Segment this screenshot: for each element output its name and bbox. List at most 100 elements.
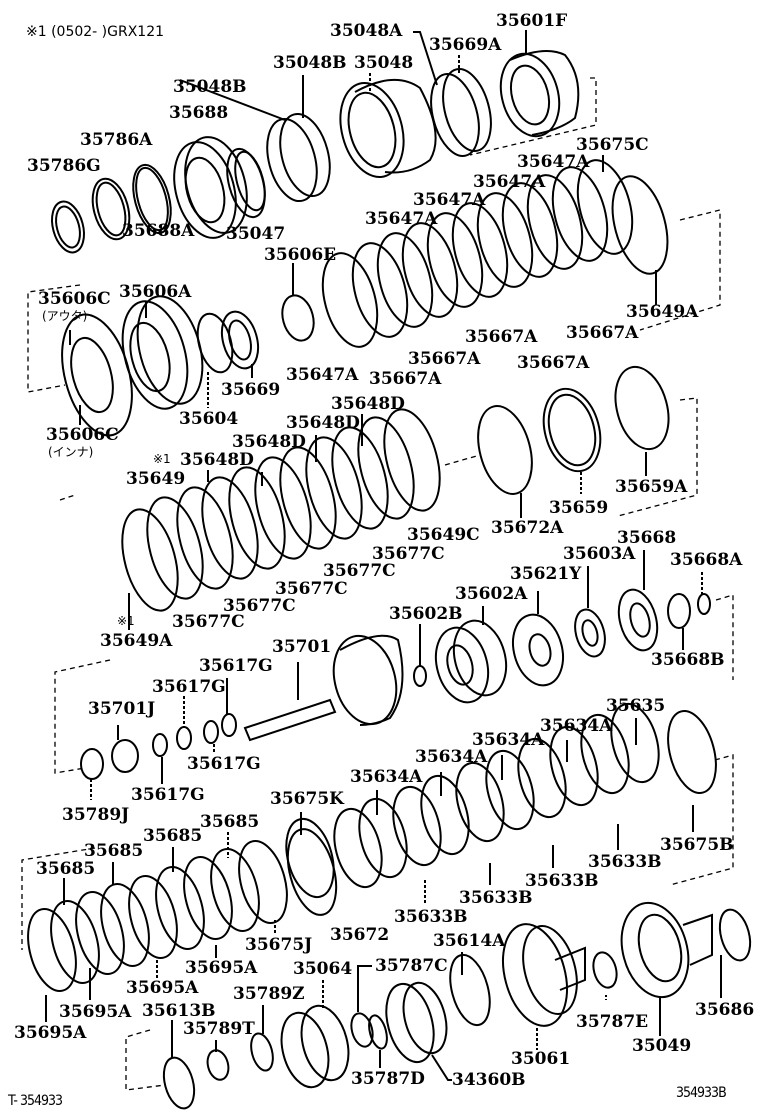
part-label-35688[interactable]: 35688 bbox=[169, 103, 229, 123]
part-label-35634a[interactable]: 35634A bbox=[472, 730, 545, 750]
part-label-35695a[interactable]: 35695A bbox=[59, 1002, 132, 1022]
part-label-35603a[interactable]: 35603A bbox=[563, 544, 636, 564]
ring-35668a bbox=[697, 572, 711, 615]
part-label-35064[interactable]: 35064 bbox=[293, 959, 353, 979]
part-label-35634a[interactable]: 35634A bbox=[350, 767, 423, 787]
part-label-35602b[interactable]: 35602B bbox=[389, 604, 463, 624]
ring-35659 bbox=[542, 387, 602, 494]
part-label-35648d[interactable]: 35648D bbox=[286, 413, 360, 433]
part-label-35669a[interactable]: 35669A bbox=[429, 35, 502, 55]
part-label-35048b[interactable]: 35048B bbox=[173, 77, 247, 97]
part-label-35633b[interactable]: 35633B bbox=[588, 852, 662, 872]
part-label-35049[interactable]: 35049 bbox=[632, 1036, 692, 1056]
part-label-35647a[interactable]: 35647A bbox=[517, 152, 590, 172]
part-label-35647a[interactable]: 35647A bbox=[473, 172, 546, 192]
part-label-35701j[interactable]: 35701J bbox=[88, 699, 156, 719]
part-label-35621y[interactable]: 35621Y bbox=[510, 564, 582, 584]
part-label-35602a[interactable]: 35602A bbox=[455, 584, 528, 604]
bearing-35614a bbox=[449, 952, 491, 1027]
part-label-35617g[interactable]: 35617G bbox=[187, 754, 261, 774]
rings-35617g bbox=[152, 678, 237, 784]
part-label-35667a[interactable]: 35667A bbox=[517, 353, 590, 373]
part-label-35648d[interactable]: 35648D bbox=[180, 450, 254, 470]
part-label-35667a[interactable]: 35667A bbox=[465, 327, 538, 347]
part-label-35677c[interactable]: 35677C bbox=[372, 544, 445, 564]
part-label-35667a[interactable]: 35667A bbox=[408, 349, 481, 369]
part-label-35786g[interactable]: 35786G bbox=[27, 156, 101, 176]
part-label-35633b[interactable]: 35633B bbox=[459, 888, 533, 908]
part-label-35667a[interactable]: 35667A bbox=[566, 323, 639, 343]
part-label-35695a[interactable]: 35695A bbox=[14, 1023, 87, 1043]
part-label-35686[interactable]: 35686 bbox=[695, 1000, 755, 1020]
part-label-35617g[interactable]: 35617G bbox=[199, 656, 273, 676]
part-label-35675c[interactable]: 35675C bbox=[576, 135, 649, 155]
part-label-35613b[interactable]: 35613B bbox=[142, 1001, 216, 1021]
part-label-35677c[interactable]: 35677C bbox=[223, 596, 296, 616]
part-label-34360b[interactable]: 34360B bbox=[452, 1070, 526, 1090]
part-label-35048b[interactable]: 35048B bbox=[273, 53, 347, 73]
part-label-35606e[interactable]: 35606E bbox=[264, 245, 337, 265]
part-label-35695a[interactable]: 35695A bbox=[126, 978, 199, 998]
model-applicability-note: ※1 (0502- )GRX121 bbox=[26, 24, 165, 40]
part-label-35685[interactable]: 35685 bbox=[200, 812, 260, 832]
part-label-35606c[interactable]: 35606C bbox=[38, 289, 111, 309]
part-label-35048[interactable]: 35048 bbox=[354, 53, 414, 73]
part-label-35787c[interactable]: 35787C bbox=[375, 956, 448, 976]
part-label-35634a[interactable]: 35634A bbox=[415, 747, 488, 767]
part-label-35786a[interactable]: 35786A bbox=[80, 130, 153, 150]
part-label-35633b[interactable]: 35633B bbox=[394, 907, 468, 927]
part-label-35668b[interactable]: 35668B bbox=[651, 650, 725, 670]
part-label-35685[interactable]: 35685 bbox=[84, 841, 144, 861]
part-label-35617g[interactable]: 35617G bbox=[152, 677, 226, 697]
part-label-35604[interactable]: 35604 bbox=[179, 409, 239, 429]
part-label-35789j[interactable]: 35789J bbox=[62, 805, 130, 825]
part-label-35633b[interactable]: 35633B bbox=[525, 871, 599, 891]
part-label-35048a[interactable]: 35048A bbox=[330, 21, 403, 41]
part-label-35634a[interactable]: 35634A bbox=[540, 716, 613, 736]
part-label-35787d[interactable]: 35787D bbox=[351, 1069, 425, 1089]
part-label-35617g[interactable]: 35617G bbox=[131, 785, 205, 805]
washers-35787c-35787d bbox=[350, 965, 388, 1068]
part-label-35647a[interactable]: 35647A bbox=[365, 209, 438, 229]
part-label-35789z[interactable]: 35789Z bbox=[233, 984, 305, 1004]
part-label-35677c[interactable]: 35677C bbox=[323, 561, 396, 581]
part-label-35669[interactable]: 35669 bbox=[221, 380, 281, 400]
part-label-35675k[interactable]: 35675K bbox=[270, 789, 344, 809]
part-label-35701[interactable]: 35701 bbox=[272, 637, 332, 657]
part-label-35685[interactable]: 35685 bbox=[36, 859, 96, 879]
part-label-35677c[interactable]: 35677C bbox=[172, 612, 245, 632]
part-label-35675b[interactable]: 35675B bbox=[660, 835, 734, 855]
part-label-35061[interactable]: 35061 bbox=[511, 1049, 571, 1069]
part-label-35695a[interactable]: 35695A bbox=[185, 958, 258, 978]
part-label-35688a[interactable]: 35688A bbox=[122, 221, 195, 241]
part-label-35649[interactable]: 35649 bbox=[126, 469, 186, 489]
part-label-35601f[interactable]: 35601F bbox=[496, 11, 568, 31]
ring-35659a bbox=[614, 365, 670, 476]
part-label-35789t[interactable]: 35789T bbox=[183, 1019, 255, 1039]
part-label-35668a[interactable]: 35668A bbox=[670, 550, 743, 570]
part-label-35668[interactable]: 35668 bbox=[617, 528, 677, 548]
part-label-35606c[interactable]: 35606C bbox=[46, 425, 119, 445]
part-label-35667a[interactable]: 35667A bbox=[369, 369, 442, 389]
part-label-35649a[interactable]: 35649A bbox=[100, 631, 173, 651]
part-label-35672[interactable]: 35672 bbox=[330, 925, 390, 945]
part-label-35677c[interactable]: 35677C bbox=[275, 579, 348, 599]
washer-35701j bbox=[111, 725, 139, 773]
part-label-35787e[interactable]: 35787E bbox=[576, 1012, 649, 1032]
part-label-35648d[interactable]: 35648D bbox=[232, 432, 306, 452]
part-label-35675j[interactable]: 35675J bbox=[245, 935, 313, 955]
part-label-35647a[interactable]: 35647A bbox=[286, 365, 359, 385]
part-label-35635[interactable]: 35635 bbox=[606, 696, 666, 716]
part-label-35648d[interactable]: 35648D bbox=[331, 394, 405, 414]
part-label-35659[interactable]: 35659 bbox=[549, 498, 609, 518]
part-label-35647a[interactable]: 35647A bbox=[413, 190, 486, 210]
part-label-35649c[interactable]: 35649C bbox=[407, 525, 480, 545]
part-label-35672a[interactable]: 35672A bbox=[491, 518, 564, 538]
part-label-35047[interactable]: 35047 bbox=[226, 224, 286, 244]
part-label-35659a[interactable]: 35659A bbox=[615, 477, 688, 497]
bearing-35603a bbox=[574, 566, 606, 658]
part-label-35685[interactable]: 35685 bbox=[143, 826, 203, 846]
part-label-35606a[interactable]: 35606A bbox=[119, 282, 192, 302]
part-label-35649a[interactable]: 35649A bbox=[626, 302, 699, 322]
part-label-35614a[interactable]: 35614A bbox=[433, 931, 506, 951]
